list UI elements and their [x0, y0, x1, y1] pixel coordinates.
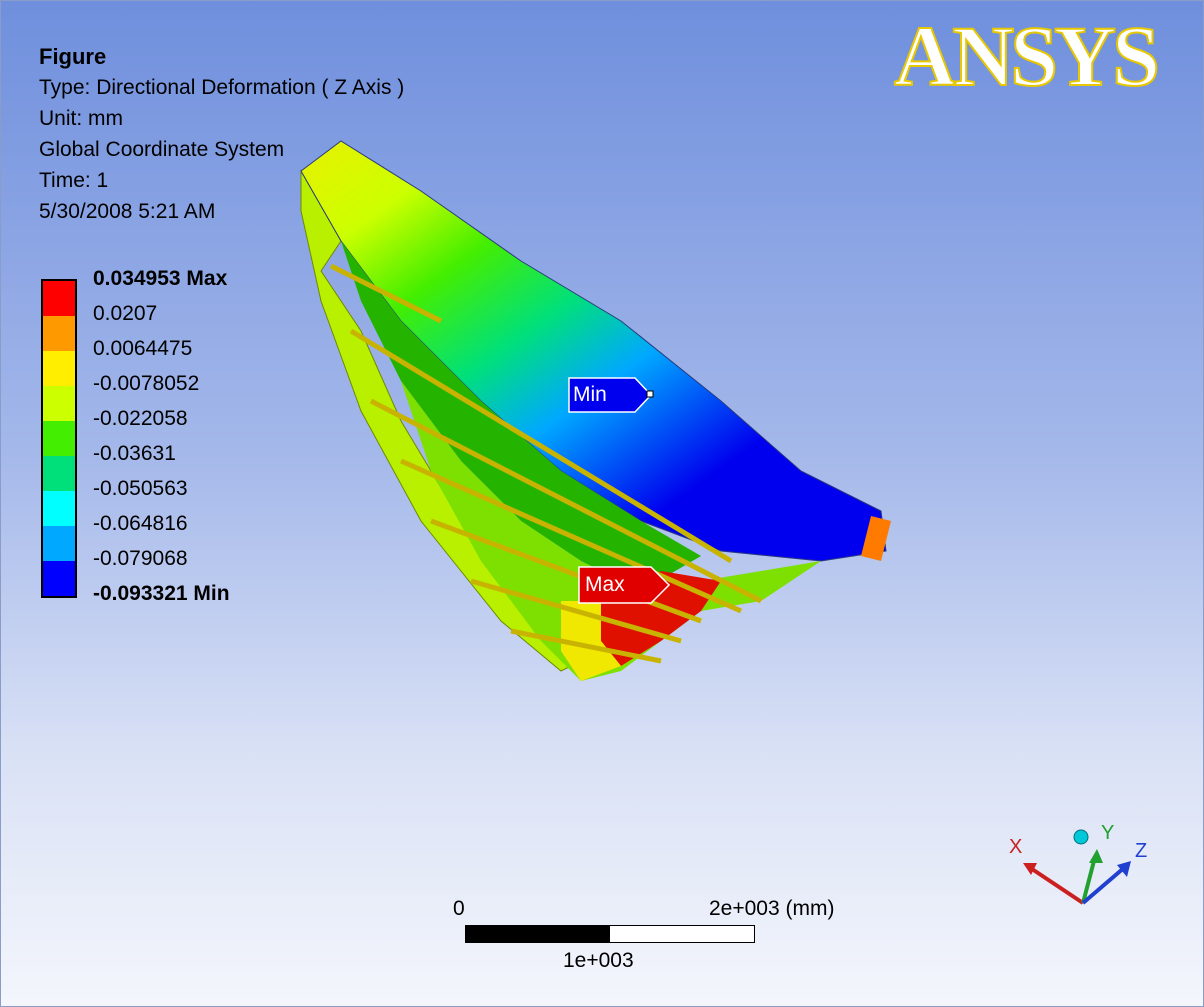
- y-axis-arrow: [1081, 856, 1097, 904]
- model-rods: [329, 263, 763, 664]
- legend-swatch: [43, 281, 75, 316]
- legend-label: -0.022058: [93, 407, 188, 430]
- legend-label: -0.0078052: [93, 372, 200, 395]
- min-probe-point: [646, 390, 654, 398]
- scale-bar-light: [609, 925, 755, 943]
- model-lower-face: [401, 381, 821, 681]
- legend-swatch: [43, 351, 75, 386]
- legend-label: -0.050563: [93, 477, 188, 500]
- ansys-logo-text: ANSYS: [894, 15, 1157, 95]
- legend-label: 0.0064475: [93, 337, 193, 360]
- scale-left-label: 0: [453, 897, 465, 920]
- legend-swatch: [43, 316, 75, 351]
- min-probe-label: Min: [573, 383, 607, 406]
- legend-label: -0.093321 Min: [93, 582, 230, 605]
- legend-label: -0.03631: [93, 442, 176, 465]
- scale-bar: 0 2e+003 (mm) 1e+003: [451, 891, 871, 991]
- time-line: Time: 1: [39, 169, 109, 192]
- x-axis-arrowhead: [1023, 863, 1037, 875]
- max-probe-label: Max: [585, 573, 625, 596]
- max-probe-marker: [578, 566, 671, 604]
- legend-label: -0.079068: [93, 547, 188, 570]
- y-axis-arrowhead: [1089, 849, 1103, 863]
- legend-swatches: [41, 279, 77, 598]
- z-axis-arrowhead: [1117, 861, 1131, 877]
- legend-label: 0.034953 Max: [93, 267, 228, 290]
- figure-title: Figure: [39, 44, 107, 69]
- legend-label: 0.0207: [93, 302, 158, 325]
- z-axis-label: Z: [1135, 840, 1147, 862]
- axis-triad[interactable]: X Y Z: [991, 811, 1161, 921]
- scale-bar-dark: [465, 925, 611, 943]
- legend-swatch: [43, 421, 75, 456]
- x-axis-arrow: [1027, 865, 1085, 905]
- y-axis-label: Y: [1101, 822, 1114, 844]
- legend-swatch: [43, 386, 75, 421]
- ansys-logo: ANSYS: [889, 7, 1189, 105]
- min-probe-marker: [568, 377, 653, 413]
- model-yellow-zone: [561, 601, 621, 681]
- model-inner-face: [341, 241, 701, 591]
- legend-swatch: [43, 526, 75, 561]
- result-info: Figure Type: Directional Deformation ( Z…: [39, 41, 404, 227]
- unit-line: Unit: mm: [39, 107, 123, 130]
- triad-origin-sphere: [1073, 829, 1089, 845]
- legend-swatch: [43, 561, 75, 596]
- z-axis-arrow: [1081, 865, 1127, 905]
- legend-swatch: [43, 491, 75, 526]
- type-line: Type: Directional Deformation ( Z Axis ): [39, 76, 405, 99]
- date-line: 5/30/2008 5:21 AM: [39, 200, 216, 223]
- scale-mid-label: 1e+003: [563, 949, 634, 972]
- legend-swatch: [43, 456, 75, 491]
- legend-label: -0.064816: [93, 512, 188, 535]
- x-axis-label: X: [1009, 836, 1022, 858]
- coordinate-line: Global Coordinate System: [39, 138, 285, 161]
- model-end-face: [861, 516, 891, 561]
- scale-right-label: 2e+003 (mm): [709, 897, 835, 920]
